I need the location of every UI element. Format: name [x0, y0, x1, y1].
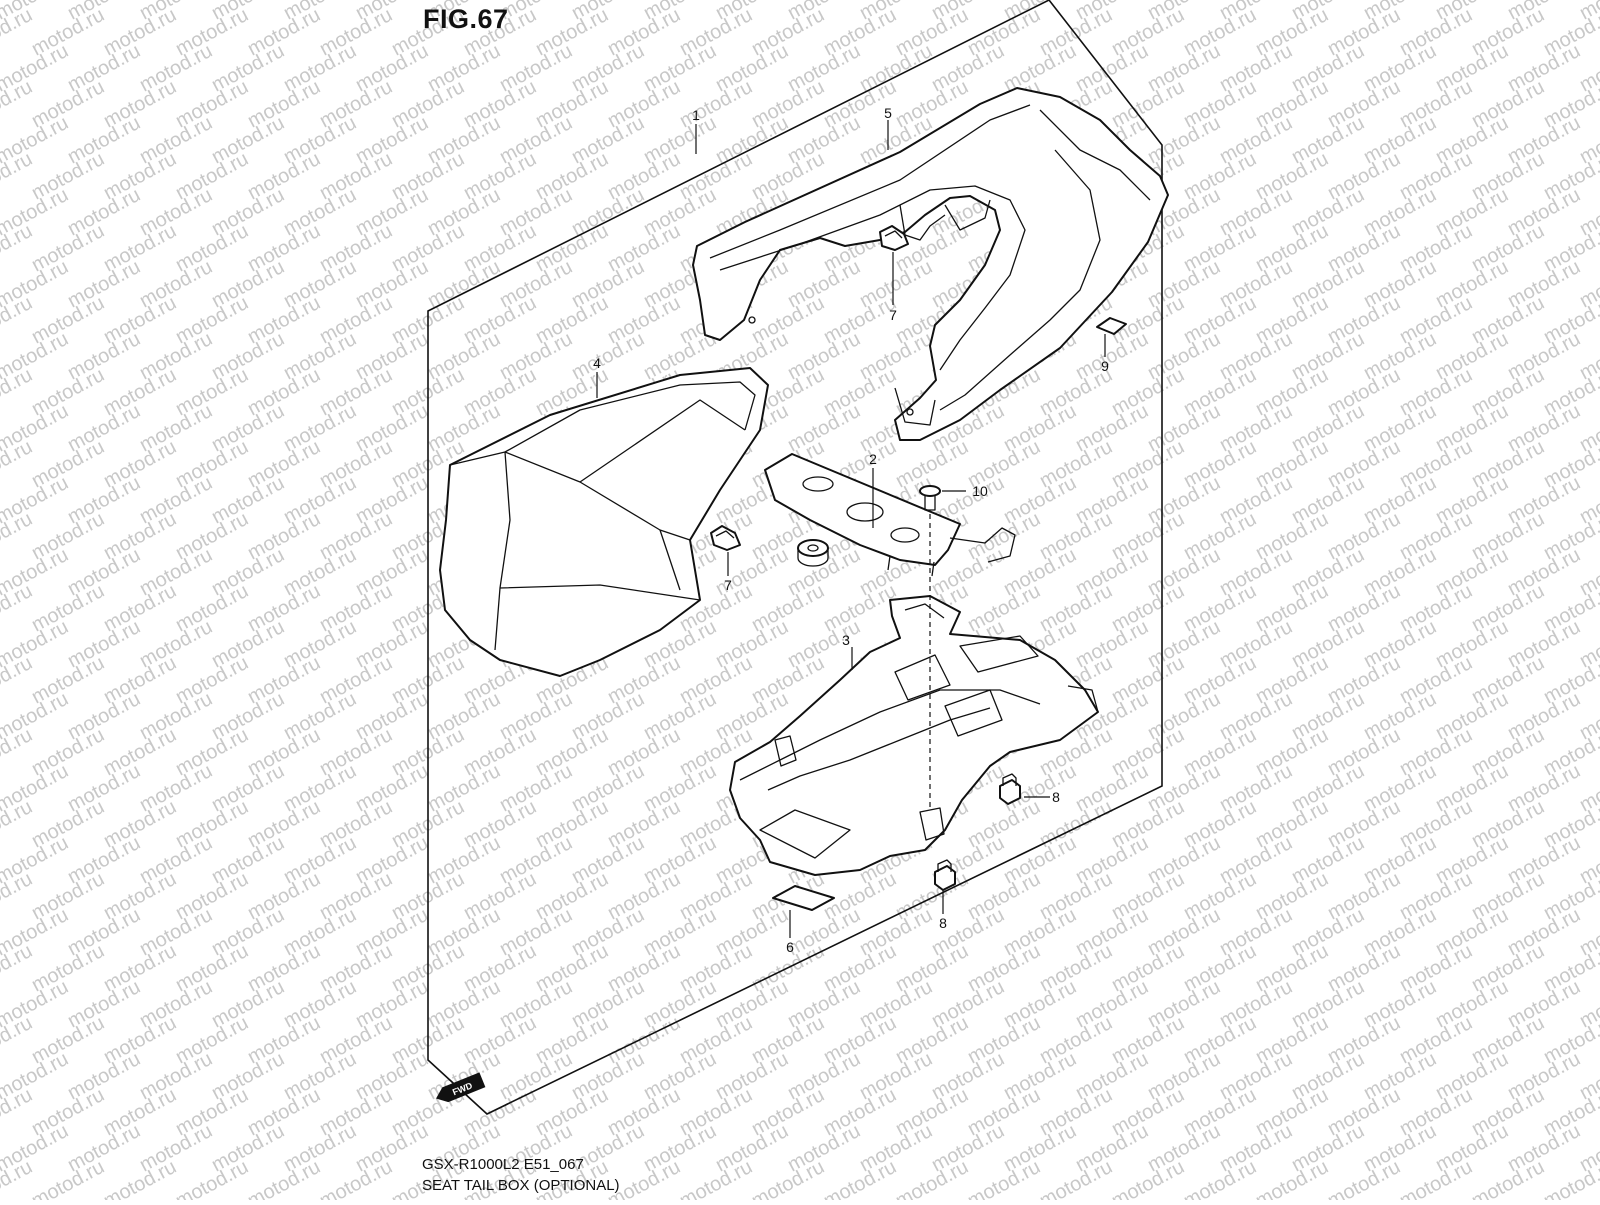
callout-6: 6 [786, 939, 794, 955]
callout-7-upper: 7 [889, 307, 897, 323]
model-code: GSX-R1000L2 E51_067 [422, 1156, 584, 1173]
figure-description: SEAT TAIL BOX (OPTIONAL) [422, 1177, 620, 1194]
callout-9: 9 [1101, 358, 1109, 374]
callout-2: 2 [869, 451, 877, 467]
screw-part-right [1000, 774, 1020, 804]
figure-title: FIG.67 [423, 4, 509, 35]
callout-1: 1 [692, 107, 700, 123]
callout-8-right: 8 [1052, 789, 1060, 805]
callout-8-bottom: 8 [939, 915, 947, 931]
callout-10: 10 [972, 483, 988, 499]
callout-7-lower: 7 [724, 577, 732, 593]
callout-5: 5 [884, 105, 892, 121]
callout-4: 4 [593, 355, 601, 371]
callout-3: 3 [842, 632, 850, 648]
